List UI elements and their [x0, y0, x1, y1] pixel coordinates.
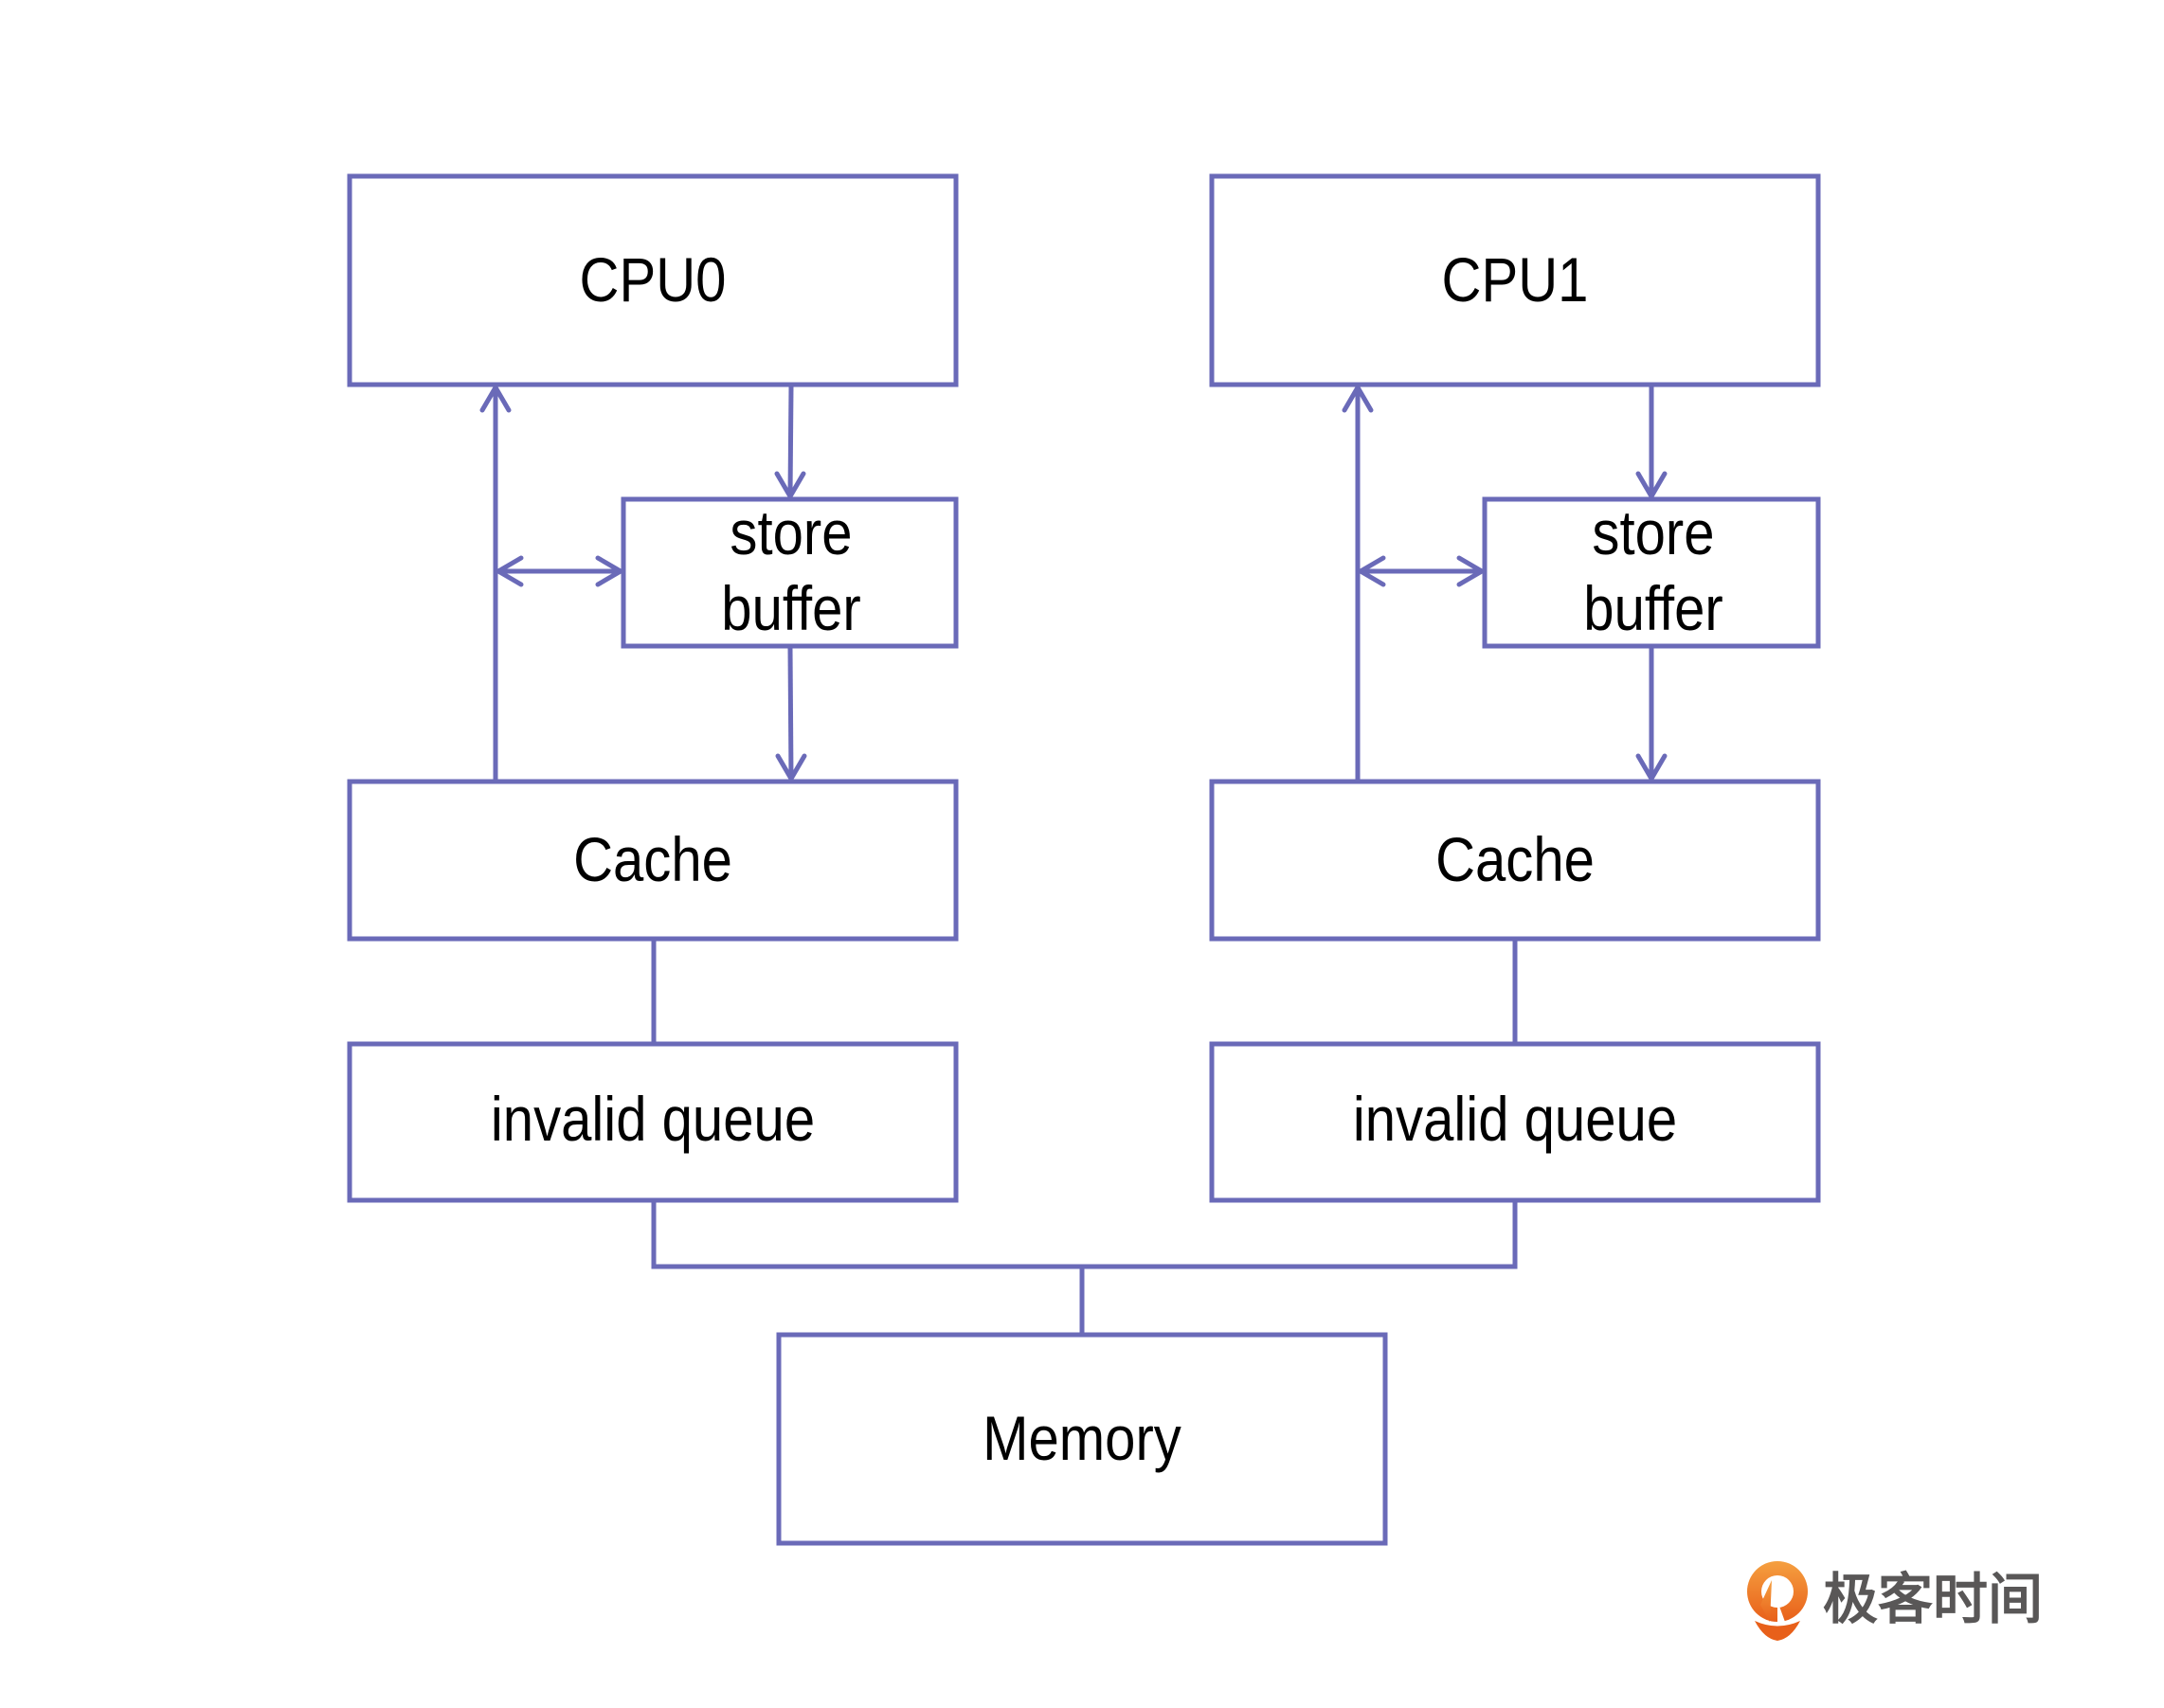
store-buffer1-label-line2: buffer — [1583, 575, 1722, 644]
memory-box — [776, 1332, 1388, 1546]
cache0-arrowhead-icon — [775, 753, 807, 782]
invalid-queue1-box — [1209, 1041, 1821, 1203]
cpu1-arrowhead-icon — [1342, 385, 1374, 413]
store-buffer0-to-cache0-line — [787, 647, 794, 780]
double-arrow0-right-head-icon — [595, 555, 623, 587]
cache0-box — [347, 779, 959, 942]
cpu1-label: CPU1 — [1442, 246, 1589, 315]
cpu1-box — [1209, 173, 1821, 387]
cache0-label: Cache — [573, 826, 732, 895]
cache1-box — [1209, 779, 1821, 942]
memory-group: Memory — [651, 1202, 1518, 1546]
invalid-queue1-label: invalid queue — [1353, 1086, 1677, 1155]
store-buffer0-label-line1: store — [730, 499, 852, 568]
store-buffer0-arrowhead-icon — [774, 471, 806, 499]
cpu0-arrowhead-icon — [479, 385, 512, 413]
cache1-label: Cache — [1435, 826, 1595, 895]
cpu0-to-store-buffer0-line — [787, 386, 794, 497]
store-buffer0-label-line2: buffer — [721, 575, 860, 644]
store-buffer0-box — [621, 496, 959, 649]
cpu0-group: CPU0 store buffer Cache invalid queue — [347, 173, 959, 1203]
store-buffer1-box — [1482, 496, 1821, 649]
store-buffer1-label-line1: store — [1592, 499, 1714, 568]
store-buffer1-arrowhead-icon — [1635, 471, 1668, 499]
brand-text: 极客时间 — [1823, 1567, 2043, 1631]
memory-label: Memory — [983, 1405, 1181, 1474]
double-arrow1-right-head-icon — [1456, 555, 1485, 587]
invalid-queue0-label: invalid queue — [491, 1086, 815, 1155]
memory-bus-line — [651, 1202, 1518, 1269]
double-arrow1-left-head-icon — [1358, 555, 1386, 587]
cache1-arrowhead-icon — [1635, 753, 1668, 782]
watermark: 极客时间 — [1747, 1561, 2043, 1641]
invalid-queue0-box — [347, 1041, 959, 1203]
double-arrow0-left-head-icon — [496, 555, 524, 587]
geektime-logo-icon — [1747, 1561, 1808, 1641]
cpu0-label: CPU0 — [580, 246, 727, 315]
cpu1-group: CPU1 store buffer Cache invalid queue — [1209, 173, 1821, 1203]
cpu0-box — [347, 173, 959, 387]
